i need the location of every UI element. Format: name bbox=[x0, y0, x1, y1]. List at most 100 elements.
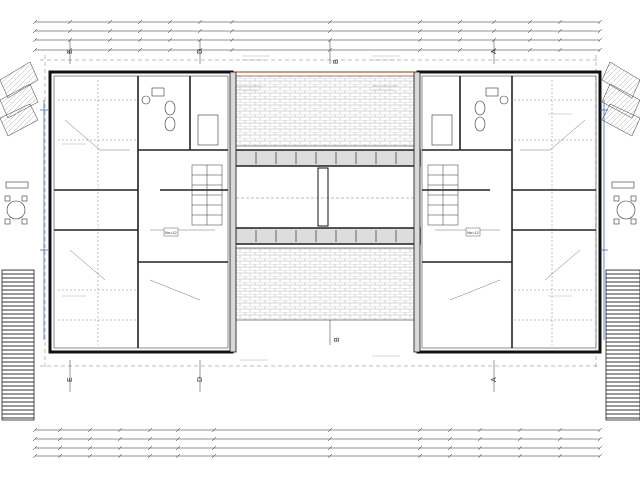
dimension-tick bbox=[117, 445, 123, 451]
dimension-tick bbox=[67, 28, 73, 34]
axis-a-top-label: A bbox=[491, 49, 498, 54]
dimension-tick bbox=[597, 445, 603, 451]
dimension-tick bbox=[557, 37, 563, 43]
dimension-tick bbox=[211, 427, 217, 433]
dimension-tick bbox=[517, 453, 523, 459]
dimension-tick bbox=[147, 453, 153, 459]
dimension-tick bbox=[457, 19, 463, 25]
dimension-tick bbox=[477, 436, 483, 442]
dimension-tick bbox=[197, 19, 203, 25]
left-stair-ramp bbox=[1, 269, 35, 421]
dimension-tick bbox=[229, 28, 235, 34]
dimension-tick bbox=[229, 37, 235, 43]
room-tag-left-stair: Nn=12 bbox=[165, 230, 178, 235]
dimension-tick bbox=[137, 28, 143, 34]
left-bathroom-fixtures bbox=[141, 87, 219, 146]
dimension-tick bbox=[417, 427, 423, 433]
dimension-tick bbox=[137, 47, 143, 53]
right-stair-ramp bbox=[605, 269, 640, 421]
dimension-tick bbox=[32, 453, 38, 459]
dimension-tick bbox=[87, 436, 93, 442]
dimension-tick bbox=[417, 445, 423, 451]
dimension-tick bbox=[229, 47, 235, 53]
dimension-tick bbox=[137, 37, 143, 43]
dimension-tick bbox=[477, 427, 483, 433]
left-staircase bbox=[191, 164, 223, 226]
dimension-tick bbox=[211, 453, 217, 459]
axis-e-bottom-label: E bbox=[67, 377, 74, 382]
dimension-tick bbox=[67, 19, 73, 25]
dimension-tick bbox=[32, 37, 38, 43]
dimension-tick bbox=[32, 28, 38, 34]
dimension-tick bbox=[597, 47, 603, 53]
dimension-tick bbox=[32, 427, 38, 433]
dimension-tick bbox=[417, 28, 423, 34]
dimension-tick bbox=[417, 436, 423, 442]
dimension-tick bbox=[117, 436, 123, 442]
dimension-tick bbox=[117, 453, 123, 459]
dimension-tick bbox=[557, 453, 563, 459]
dimension-tick bbox=[417, 453, 423, 459]
dimension-tick bbox=[117, 427, 123, 433]
axis-a-bottom-label: A bbox=[491, 377, 498, 382]
dimension-tick bbox=[597, 37, 603, 43]
axis-b-bottom-label: B bbox=[334, 337, 341, 342]
dimension-tick bbox=[417, 19, 423, 25]
dimension-tick bbox=[447, 427, 453, 433]
dimension-tick bbox=[107, 28, 113, 34]
dimension-tick bbox=[527, 19, 533, 25]
dimension-tick bbox=[327, 427, 333, 433]
dimension-tick bbox=[107, 37, 113, 43]
dimension-tick bbox=[447, 445, 453, 451]
right-patio-furniture bbox=[611, 181, 637, 225]
dimension-tick bbox=[417, 47, 423, 53]
dimension-tick bbox=[491, 28, 497, 34]
dimension-tick bbox=[457, 47, 463, 53]
dimension-tick bbox=[211, 436, 217, 442]
dimension-tick bbox=[175, 436, 181, 442]
dimension-tick bbox=[57, 453, 63, 459]
dimension-tick bbox=[57, 436, 63, 442]
right-unit: Nn=12 bbox=[416, 70, 608, 354]
dimension-tick bbox=[87, 453, 93, 459]
dimension-tick bbox=[597, 453, 603, 459]
axis-d-top-label: D bbox=[197, 49, 204, 54]
dimension-tick bbox=[517, 436, 523, 442]
dimension-tick bbox=[327, 445, 333, 451]
axis-b-top-label: B bbox=[333, 59, 340, 64]
dimension-tick bbox=[167, 37, 173, 43]
dimension-tick bbox=[32, 19, 38, 25]
dimension-tick bbox=[477, 445, 483, 451]
central-courtyard bbox=[229, 71, 421, 353]
dimension-tick bbox=[175, 453, 181, 459]
right-staircase bbox=[427, 164, 459, 226]
dimension-tick bbox=[557, 436, 563, 442]
dimension-tick bbox=[57, 445, 63, 451]
dimension-tick bbox=[137, 19, 143, 25]
dimension-tick bbox=[32, 436, 38, 442]
right-bathroom-fixtures bbox=[431, 87, 509, 146]
dimension-tick bbox=[211, 445, 217, 451]
dimension-tick bbox=[417, 37, 423, 43]
dimension-tick bbox=[457, 28, 463, 34]
dimension-tick bbox=[167, 47, 173, 53]
dimension-tick bbox=[457, 37, 463, 43]
dimension-tick bbox=[597, 436, 603, 442]
section-markers bbox=[69, 40, 495, 392]
dimension-tick bbox=[597, 28, 603, 34]
dimension-tick bbox=[527, 47, 533, 53]
dimension-tick bbox=[57, 427, 63, 433]
annotation-texture bbox=[62, 55, 572, 361]
dimension-tick bbox=[327, 28, 333, 34]
dimension-tick bbox=[447, 436, 453, 442]
dimension-tick bbox=[447, 453, 453, 459]
dimension-tick bbox=[107, 47, 113, 53]
dimension-tick bbox=[167, 28, 173, 34]
dimension-tick bbox=[87, 427, 93, 433]
dimension-tick bbox=[107, 19, 113, 25]
dimension-tick bbox=[327, 436, 333, 442]
right-solar-panels bbox=[601, 61, 640, 137]
dimension-tick bbox=[517, 427, 523, 433]
dimension-tick bbox=[147, 436, 153, 442]
